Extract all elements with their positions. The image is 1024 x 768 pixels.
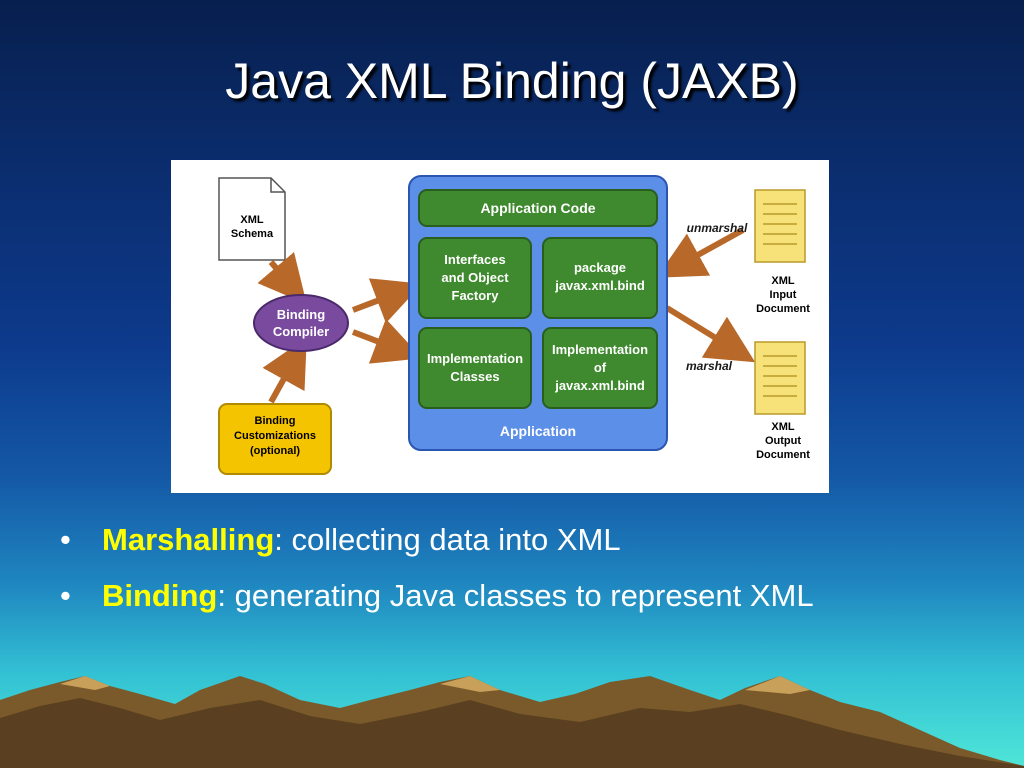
xml-input-label-1: XML — [771, 275, 795, 287]
xml-schema-doc: XML Schema — [219, 178, 285, 260]
binding-customizations-box: Binding Customizations (optional) — [219, 404, 331, 474]
xml-input-label-2: Input — [770, 289, 797, 301]
package-bind-label-2: javax.xml.bind — [554, 278, 645, 293]
application-code-label: Application Code — [480, 200, 595, 216]
bullet-list: • Marshalling: collecting data into XML … — [58, 520, 958, 632]
unmarshal-label: unmarshal — [687, 221, 748, 235]
application-code-box: Application Code — [419, 190, 657, 226]
implementation-of-bind-label-1: Implementation — [552, 342, 648, 357]
implementation-classes-label-2: Classes — [450, 369, 499, 384]
implementation-of-bind-label-3: javax.xml.bind — [554, 378, 645, 393]
implementation-classes-label-1: Implementation — [427, 351, 523, 366]
bullet-term: Binding — [102, 578, 217, 613]
xml-output-label-1: XML — [771, 421, 795, 433]
interfaces-factory-label-2: and Object — [441, 270, 509, 285]
implementation-classes-box: Implementation Classes — [419, 328, 531, 408]
xml-schema-label-1: XML — [240, 214, 264, 226]
bullet-dot: • — [60, 576, 71, 616]
package-bind-label-1: package — [574, 260, 626, 275]
bullet-item-binding: • Binding: generating Java classes to re… — [58, 576, 958, 616]
slide-title: Java XML Binding (JAXB) — [0, 52, 1024, 110]
binding-compiler-label-2: Compiler — [273, 324, 329, 339]
bullet-dot: • — [60, 520, 71, 560]
package-bind-box: package javax.xml.bind — [543, 238, 657, 318]
interfaces-factory-box: Interfaces and Object Factory — [419, 238, 531, 318]
bullet-term: Marshalling — [102, 522, 274, 557]
xml-schema-label-2: Schema — [231, 228, 274, 240]
binding-customizations-label-3: (optional) — [250, 445, 300, 457]
bullet-text: : generating Java classes to represent X… — [217, 578, 813, 613]
implementation-of-bind-box: Implementation of javax.xml.bind — [543, 328, 657, 408]
interfaces-factory-label-1: Interfaces — [444, 252, 505, 267]
binding-customizations-label-1: Binding — [255, 415, 296, 427]
binding-compiler-label-1: Binding — [277, 307, 325, 322]
application-label: Application — [500, 423, 576, 439]
bullet-item-marshalling: • Marshalling: collecting data into XML — [58, 520, 958, 560]
binding-compiler-ellipse: Binding Compiler — [254, 295, 348, 351]
xml-output-label-2: Output — [765, 435, 801, 447]
xml-output-label-3: Document — [756, 449, 810, 461]
implementation-of-bind-label-2: of — [594, 360, 607, 375]
jaxb-diagram: XML Schema Binding Compiler Binding Cust… — [171, 160, 829, 493]
binding-customizations-label-2: Customizations — [234, 430, 316, 442]
xml-input-label-3: Document — [756, 303, 810, 315]
interfaces-factory-label-3: Factory — [452, 288, 500, 303]
bullet-text: : collecting data into XML — [274, 522, 620, 557]
marshal-label: marshal — [686, 359, 733, 373]
